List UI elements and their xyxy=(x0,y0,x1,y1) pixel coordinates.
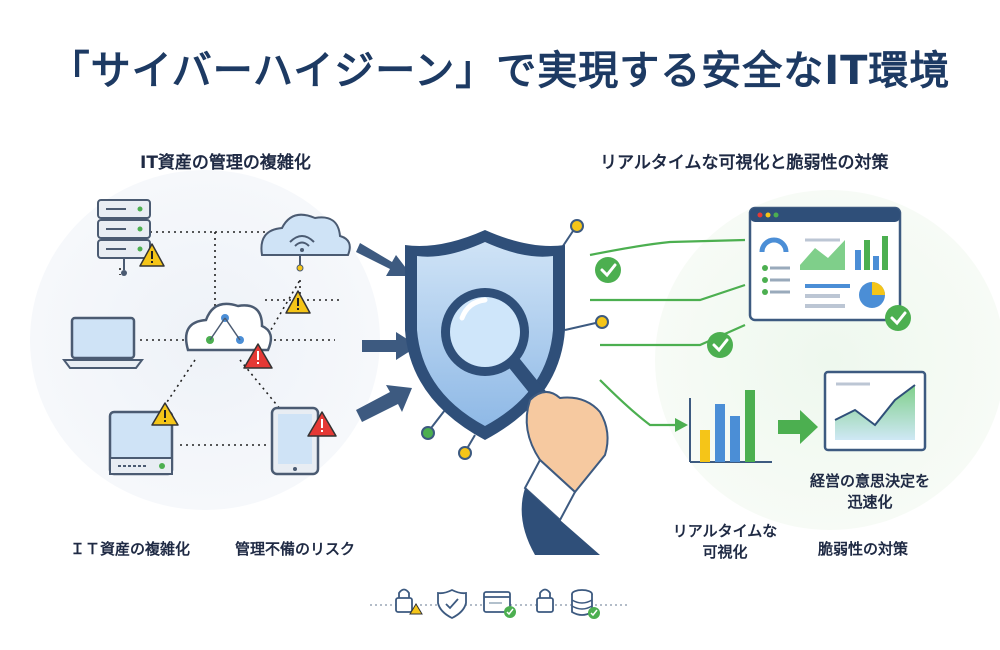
right-subtitle: リアルタイムな可視化と脆弱性の対策 xyxy=(600,153,889,173)
label-realtime-line1: リアルタイムな xyxy=(672,522,778,540)
tablet-icon xyxy=(270,406,320,476)
browser-icon xyxy=(483,591,516,618)
green-lines xyxy=(589,238,746,427)
lock-icon xyxy=(395,588,423,615)
dashboard-icon xyxy=(748,206,902,322)
network-cloud-icon xyxy=(184,302,273,352)
label-realtime-line2: 可視化 xyxy=(702,543,748,561)
warning-icon xyxy=(139,243,165,267)
warning-icon xyxy=(243,343,273,369)
bar-chart-icon xyxy=(689,390,772,463)
magnifier-icon xyxy=(441,288,567,427)
warning-icon xyxy=(307,411,337,437)
cloud-wifi-icon xyxy=(260,213,351,272)
lock-icon xyxy=(536,588,554,613)
server-icon xyxy=(97,199,151,276)
arrow-icon xyxy=(778,410,818,444)
label-vulnerability: 脆弱性の対策 xyxy=(818,540,909,558)
label-decision-line1: 経営の意思決定を xyxy=(809,472,930,490)
database-icon xyxy=(571,589,600,619)
shield-icon xyxy=(437,588,467,620)
page-title: 「サイバーハイジーン」で実現する安全なIT環境 xyxy=(49,48,951,94)
label-decision-line2: 迅速化 xyxy=(847,493,893,511)
left-subtitle: IT資産の管理の複雑化 xyxy=(140,153,311,173)
label-it-complexity: ＩＴ資産の複雑化 xyxy=(70,540,191,558)
check-icon xyxy=(595,257,621,283)
label-realtime-visibility: リアルタイムな 可視化 xyxy=(665,520,785,562)
node-dot xyxy=(421,426,435,440)
check-icon xyxy=(707,332,733,358)
warning-icon xyxy=(151,402,179,426)
hand-icon xyxy=(521,391,609,555)
node-dot xyxy=(458,446,472,460)
bottom-icon-strip xyxy=(370,588,630,620)
laptop-icon xyxy=(62,316,144,369)
node-dot xyxy=(570,219,584,233)
label-management-risk: 管理不備のリスク xyxy=(235,540,356,558)
label-decision: 経営の意思決定を 迅速化 xyxy=(795,470,945,512)
check-icon xyxy=(885,305,911,331)
warning-icon xyxy=(285,290,311,314)
arrow-icons xyxy=(356,243,418,422)
device-icon xyxy=(108,410,174,476)
line-chart-icon xyxy=(823,370,927,452)
node-dot xyxy=(595,315,609,329)
